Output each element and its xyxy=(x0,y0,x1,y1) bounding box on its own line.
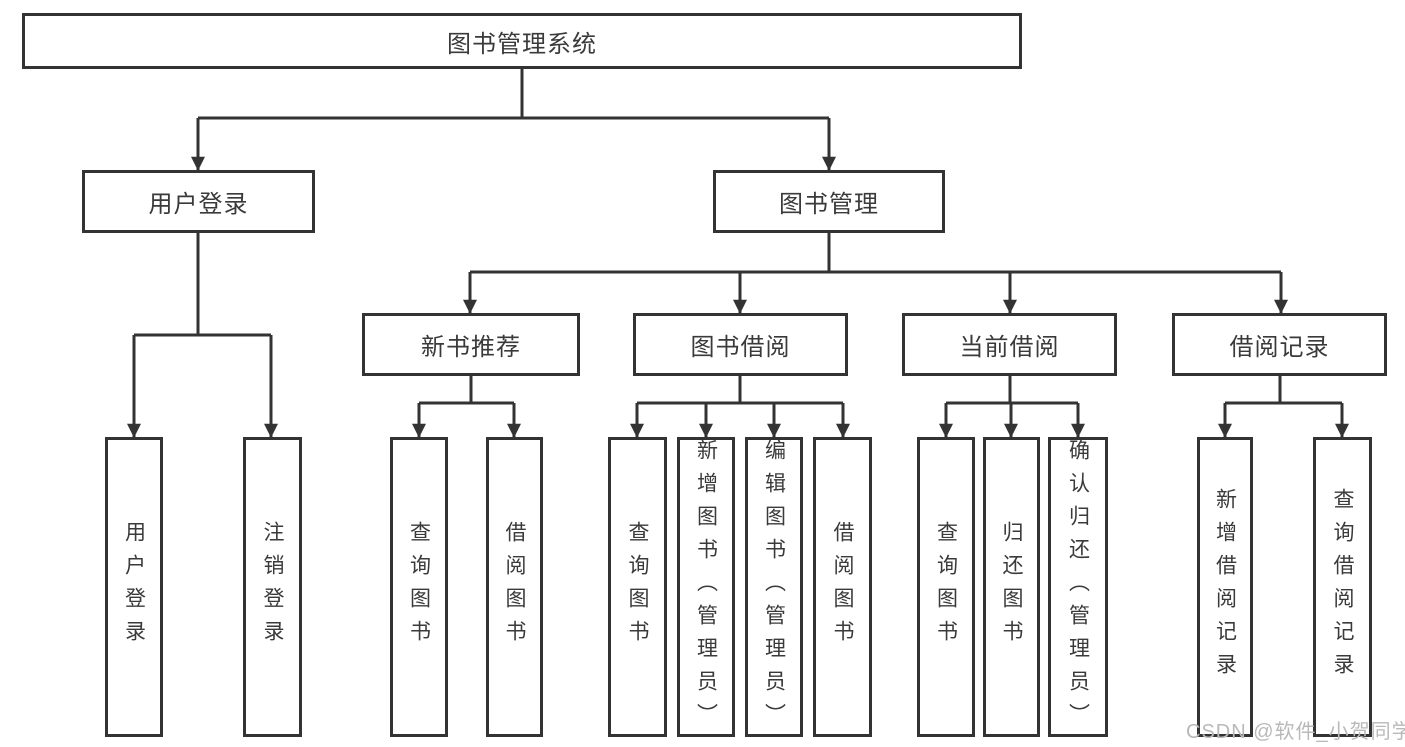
leaf-return-books: 归还图书 xyxy=(983,437,1040,737)
node-current-borrow-label: 当前借阅 xyxy=(959,334,1060,361)
node-root: 图书管理系统 xyxy=(22,13,1022,69)
node-root-label: 图书管理系统 xyxy=(447,30,597,58)
leaf-logout-login-label: 注销登录 xyxy=(261,521,284,653)
leaf-query-borrow-record: 查询借阅记录 xyxy=(1313,437,1372,737)
leaf-add-books-admin-label: 新增图书（管理员） xyxy=(694,438,718,736)
leaf-query-books-borrow-label: 查询图书 xyxy=(626,521,649,653)
node-book-borrow-label: 图书借阅 xyxy=(690,334,791,361)
csdn-watermark: CSDN @软件_小贺同学 xyxy=(1186,721,1405,743)
node-book-management: 图书管理 xyxy=(713,170,945,233)
leaf-query-books-current-label: 查询图书 xyxy=(934,521,958,653)
node-borrow-records-label: 借阅记录 xyxy=(1229,334,1330,361)
leaf-add-books-admin: 新增图书（管理员） xyxy=(677,437,735,737)
leaf-edit-books-admin: 编辑图书（管理员） xyxy=(745,437,803,737)
leaf-borrow-books-recommend-label: 借阅图书 xyxy=(503,521,526,653)
node-borrow-records: 借阅记录 xyxy=(1172,313,1387,376)
leaf-edit-books-admin-label: 编辑图书（管理员） xyxy=(762,438,786,736)
leaf-user-login: 用户登录 xyxy=(105,437,163,737)
leaf-borrow-books-label: 借阅图书 xyxy=(831,521,854,653)
node-book-management-label: 图书管理 xyxy=(779,191,879,218)
connector-trunks xyxy=(134,69,1342,405)
leaf-logout-login: 注销登录 xyxy=(243,437,302,737)
leaf-query-books-recommend: 查询图书 xyxy=(390,437,448,737)
node-user-login: 用户登录 xyxy=(82,170,315,233)
leaf-user-login-label: 用户登录 xyxy=(122,521,146,653)
node-new-book-recommend: 新书推荐 xyxy=(362,313,580,376)
leaf-borrow-books-recommend: 借阅图书 xyxy=(486,437,543,737)
node-current-borrow: 当前借阅 xyxy=(902,313,1117,376)
leaf-confirm-return-admin: 确认归还（管理员） xyxy=(1048,437,1108,737)
leaf-return-books-label: 归还图书 xyxy=(1000,521,1023,653)
node-book-borrow: 图书借阅 xyxy=(633,313,848,376)
leaf-confirm-return-admin-label: 确认归还（管理员） xyxy=(1066,438,1090,736)
node-user-login-label: 用户登录 xyxy=(148,191,249,218)
node-new-book-recommend-label: 新书推荐 xyxy=(421,334,521,361)
leaf-query-books-current: 查询图书 xyxy=(917,437,975,737)
leaf-query-books-borrow: 查询图书 xyxy=(608,437,667,737)
leaf-add-borrow-record-label: 新增借阅记录 xyxy=(1213,488,1237,686)
leaf-query-books-recommend-label: 查询图书 xyxy=(407,521,431,653)
leaf-add-borrow-record: 新增借阅记录 xyxy=(1197,437,1253,737)
connector-arrows xyxy=(127,118,1349,438)
leaf-borrow-books: 借阅图书 xyxy=(813,437,872,737)
leaf-query-borrow-record-label: 查询借阅记录 xyxy=(1331,488,1354,686)
